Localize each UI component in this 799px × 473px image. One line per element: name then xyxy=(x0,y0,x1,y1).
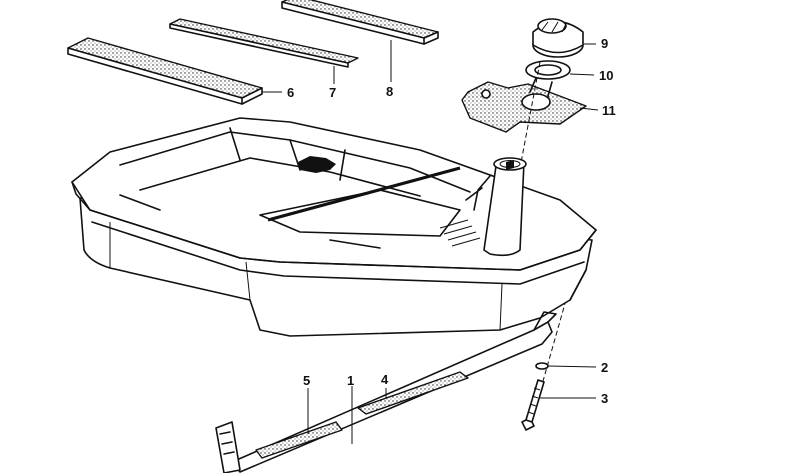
callout-part-6: 6 xyxy=(287,85,294,100)
callout-part-8: 8 xyxy=(386,84,393,99)
seal-ring-part-10 xyxy=(525,60,571,80)
strip-part-6 xyxy=(67,37,263,105)
mounting-plate-part-11 xyxy=(461,77,587,133)
assembly-axis xyxy=(519,61,541,169)
pad-part-4 xyxy=(357,371,469,415)
callout-part-11: 11 xyxy=(602,103,616,118)
filler-neck xyxy=(465,157,527,257)
callout-part-1: 1 xyxy=(347,373,354,388)
callout-part-4: 4 xyxy=(381,372,389,387)
callout-part-7: 7 xyxy=(329,85,336,100)
callout-part-10: 10 xyxy=(599,68,613,83)
callout-part-3: 3 xyxy=(601,391,608,406)
pad-part-5 xyxy=(255,421,343,459)
callout-labels: 1 2 3 4 5 6 7 8 9 10 11 xyxy=(287,36,616,406)
callout-part-5: 5 xyxy=(303,373,310,388)
washer-part-2 xyxy=(535,362,549,370)
fuel-tank xyxy=(71,117,597,337)
leader-lines xyxy=(262,40,599,444)
callout-part-9: 9 xyxy=(601,36,608,51)
bolt-part-3 xyxy=(521,379,545,431)
bolt-axis xyxy=(531,299,567,421)
callout-part-2: 2 xyxy=(601,360,608,375)
filler-cap-part-9 xyxy=(532,18,584,58)
strip-part-8 xyxy=(281,0,439,45)
strip-part-7 xyxy=(169,18,359,68)
